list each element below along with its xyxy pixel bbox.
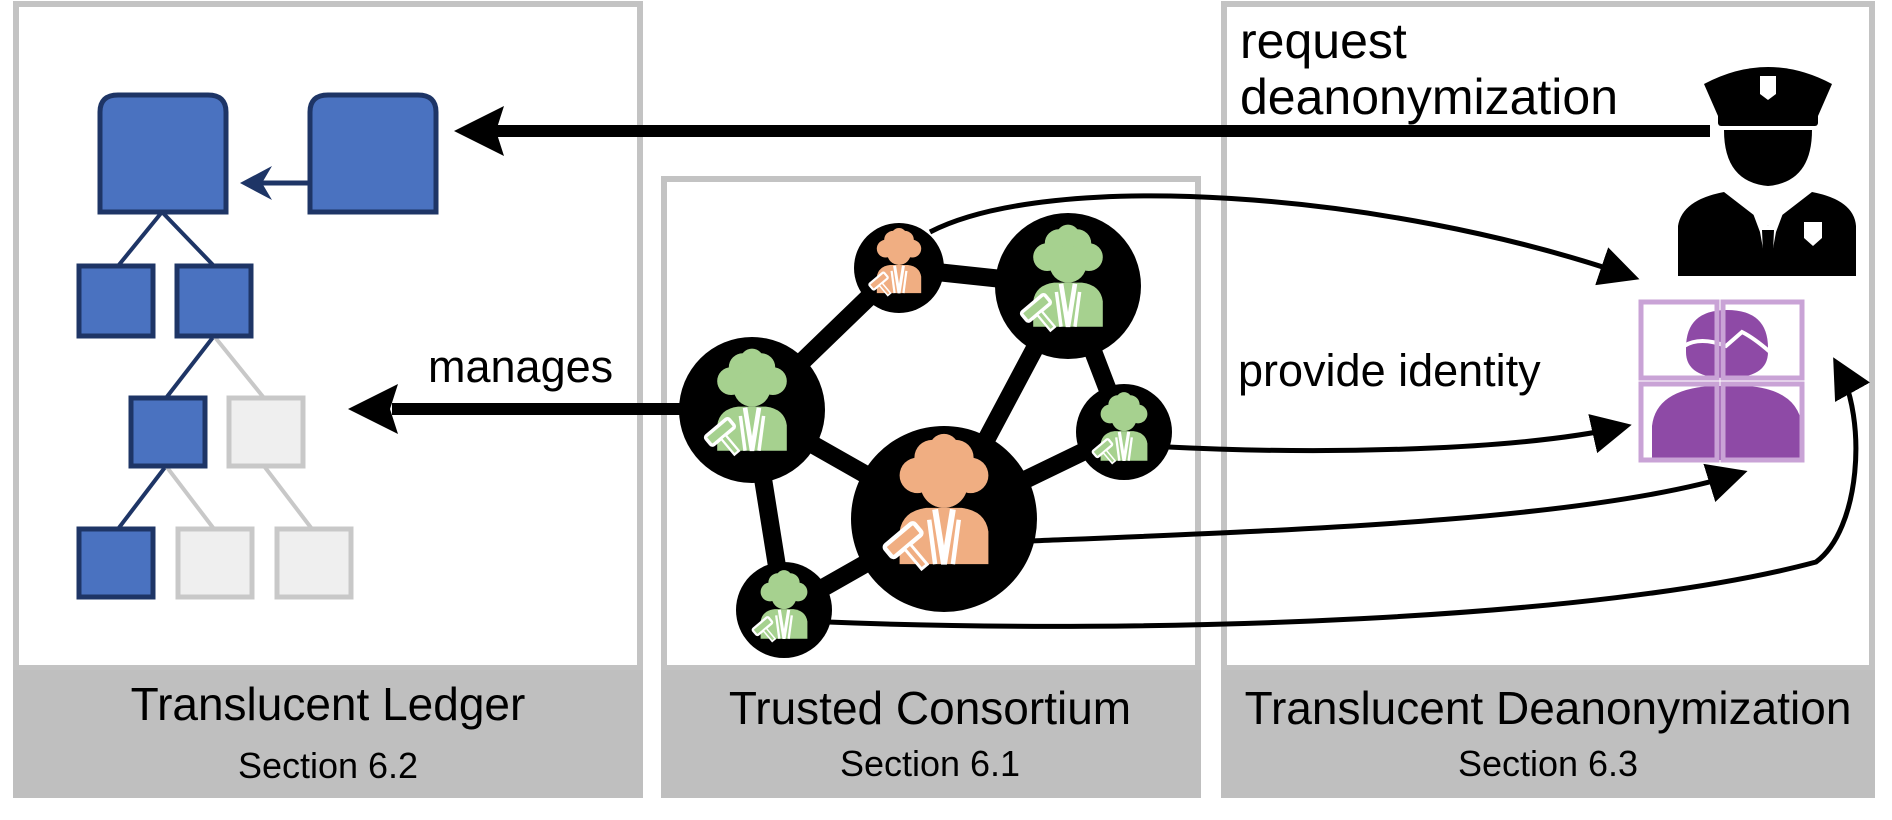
ledger-empty-node bbox=[274, 526, 354, 600]
provide-identity-label: provide identity bbox=[1238, 345, 1541, 396]
ledger-caption-bar bbox=[13, 670, 643, 798]
consortium-member-node bbox=[736, 562, 832, 658]
consortium-title: Trusted Consortium bbox=[729, 682, 1131, 734]
consortium-member-node bbox=[851, 426, 1037, 612]
ledger-tree bbox=[76, 92, 439, 600]
deanonymization-panel: Translucent Deanonymization Section 6.3 bbox=[1221, 1, 1875, 798]
request-label-line1: request bbox=[1240, 13, 1407, 69]
consortium-graph bbox=[679, 213, 1172, 658]
ledger-block-new bbox=[307, 92, 439, 215]
identity-flow-arrows bbox=[827, 193, 1871, 629]
deanonymization-title: Translucent Deanonymization bbox=[1245, 682, 1852, 734]
ledger-node bbox=[174, 263, 254, 339]
manages-arrow-head bbox=[348, 384, 398, 434]
ledger-block-main bbox=[97, 92, 229, 215]
ledger-node bbox=[128, 395, 208, 469]
ledger-empty-node bbox=[226, 395, 306, 469]
police-officer-icon bbox=[1678, 67, 1856, 276]
ledger-section: Section 6.2 bbox=[238, 745, 418, 786]
request-arrow-head bbox=[454, 106, 504, 156]
consortium-member-node bbox=[995, 213, 1141, 359]
ledger-empty-node bbox=[175, 526, 255, 600]
ledger-node bbox=[76, 263, 156, 339]
consortium-caption-bar bbox=[661, 670, 1201, 798]
consortium-member-node bbox=[1076, 384, 1172, 480]
ledger-node bbox=[76, 526, 156, 600]
masked-identity-icon bbox=[1638, 299, 1805, 463]
consortium-section: Section 6.1 bbox=[840, 743, 1020, 784]
ledger-title: Translucent Ledger bbox=[131, 678, 526, 730]
manages-label: manages bbox=[428, 341, 613, 392]
consortium-member-node bbox=[854, 223, 944, 313]
deanonymization-caption-bar bbox=[1221, 670, 1875, 798]
ledger-panel: Translucent Ledger Section 6.2 bbox=[13, 1, 643, 798]
deanonymization-section: Section 6.3 bbox=[1458, 743, 1638, 784]
consortium-member-node bbox=[679, 337, 825, 483]
ledger-link-arrow bbox=[240, 166, 272, 200]
request-label-line2: deanonymization bbox=[1240, 69, 1618, 125]
consortium-panel: Trusted Consortium Section 6.1 bbox=[661, 176, 1201, 798]
